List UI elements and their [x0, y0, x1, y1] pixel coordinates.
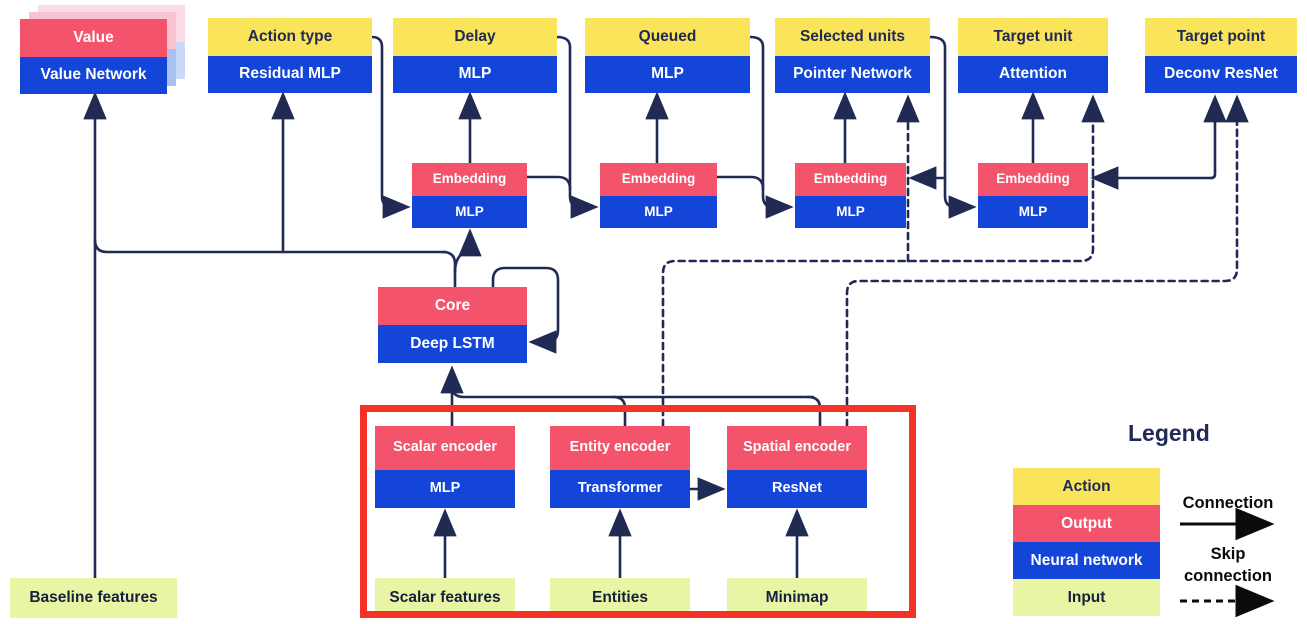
node-embedding-1: Embedding MLP	[412, 163, 527, 228]
embedding-4-network-label: MLP	[978, 196, 1088, 228]
spatial-encoder-network-label: ResNet	[727, 470, 867, 508]
node-delay: Delay MLP	[393, 18, 557, 93]
node-queued: Queued MLP	[585, 18, 750, 93]
legend-item-output: Output	[1013, 505, 1160, 542]
node-selected-units: Selected units Pointer Network	[775, 18, 930, 93]
node-scalar-encoder: Scalar encoder MLP	[375, 426, 515, 508]
conn-selected-units-to-embedding4	[928, 35, 977, 219]
embedding-1-network-label: MLP	[412, 196, 527, 228]
conn-embedding2-out-merge	[715, 175, 765, 191]
selected-units-network-label: Pointer Network	[775, 56, 930, 93]
node-minimap: Minimap	[727, 578, 867, 618]
conn-embedding4-to-deconv-resnet	[1203, 94, 1227, 180]
conn-core-branch-to-value	[93, 238, 448, 254]
node-baseline-features: Baseline features	[10, 578, 177, 618]
action-type-label: Action type	[208, 18, 372, 56]
skip-entity-to-attention	[661, 94, 1105, 428]
legend-title: Legend	[1128, 420, 1210, 446]
spatial-encoder-label: Spatial encoder	[727, 426, 867, 470]
conn-spatial-encoder-out	[806, 395, 822, 428]
entity-encoder-network-label: Transformer	[550, 470, 690, 508]
embedding-2-label: Embedding	[600, 163, 717, 196]
conn-core-west-fork	[441, 250, 457, 289]
target-unit-network-label: Attention	[958, 56, 1108, 93]
node-target-unit: Target unit Attention	[958, 18, 1108, 93]
embedding-3-label: Embedding	[795, 163, 906, 196]
conn-embedding1-out-merge	[525, 175, 572, 191]
target-unit-label: Target unit	[958, 18, 1108, 56]
conn-delay-to-embedding2	[555, 35, 599, 219]
queued-network-label: MLP	[585, 56, 750, 93]
node-target-point: Target point Deconv ResNet	[1145, 18, 1297, 93]
legend-item-input: Input	[1013, 579, 1160, 616]
conn-entity-encoder-out	[611, 395, 627, 428]
embedding-4-label: Embedding	[978, 163, 1088, 196]
node-entity-encoder: Entity encoder Transformer	[550, 426, 690, 508]
node-value: Value Value Network	[20, 19, 167, 94]
entity-encoder-label: Entity encoder	[550, 426, 690, 470]
node-spatial-encoder: Spatial encoder ResNet	[727, 426, 867, 508]
value-output-label: Value	[20, 19, 167, 57]
core-label: Core	[378, 287, 527, 325]
queued-label: Queued	[585, 18, 750, 56]
node-scalar-features: Scalar features	[375, 578, 515, 618]
legend-item-neural-network: Neural network	[1013, 542, 1160, 579]
core-network-label: Deep LSTM	[378, 325, 527, 363]
conn-queued-to-embedding3	[748, 35, 794, 219]
value-network-label: Value Network	[20, 57, 167, 94]
node-embedding-3: Embedding MLP	[795, 163, 906, 228]
target-point-network-label: Deconv ResNet	[1145, 56, 1297, 93]
node-embedding-2: Embedding MLP	[600, 163, 717, 228]
selected-units-label: Selected units	[775, 18, 930, 56]
embedding-1-label: Embedding	[412, 163, 527, 196]
conn-encoder-merge-horizontal	[450, 384, 815, 399]
node-embedding-4: Embedding MLP	[978, 163, 1088, 228]
action-type-network-label: Residual MLP	[208, 56, 372, 93]
conn-action-type-to-embedding1	[370, 35, 411, 219]
delay-network-label: MLP	[393, 56, 557, 93]
legend-connection-label: Connection	[1182, 494, 1274, 512]
scalar-encoder-label: Scalar encoder	[375, 426, 515, 470]
target-point-label: Target point	[1145, 18, 1297, 56]
legend-skip-connection-label: Skip connection	[1183, 545, 1272, 586]
scalar-encoder-network-label: MLP	[375, 470, 515, 508]
delay-label: Delay	[393, 18, 557, 56]
node-core: Core Deep LSTM	[378, 287, 527, 363]
node-action-type: Action type Residual MLP	[208, 18, 372, 93]
conn-core-to-embedding1	[453, 228, 482, 274]
conn-core-recurrent-loop	[491, 266, 560, 354]
node-entities: Entities	[550, 578, 690, 618]
embedding-3-network-label: MLP	[795, 196, 906, 228]
legend-item-action: Action	[1013, 468, 1160, 505]
skip-spatial-to-deconv-resnet	[845, 94, 1249, 428]
embedding-2-network-label: MLP	[600, 196, 717, 228]
